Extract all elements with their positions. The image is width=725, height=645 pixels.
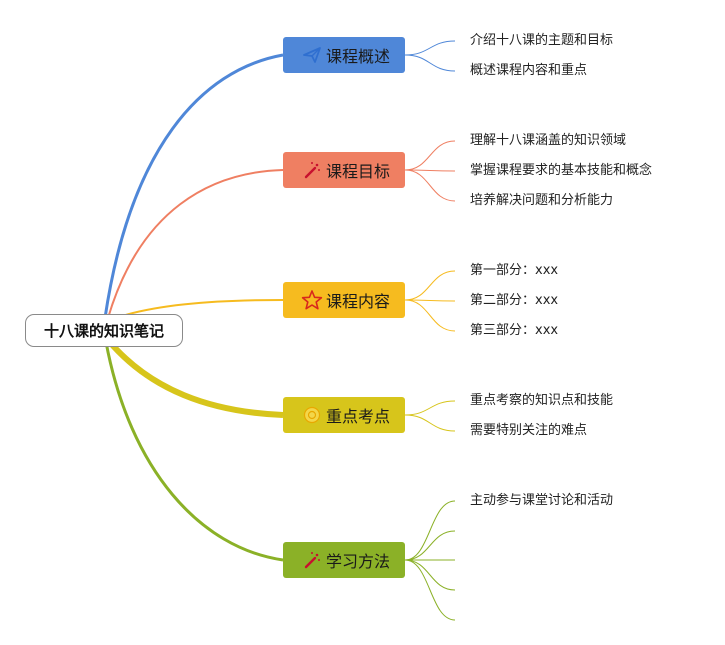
topic-study-methods[interactable]: 学习方法	[283, 542, 405, 578]
connector-leaf	[404, 54, 456, 72]
connector-leaf	[404, 559, 456, 621]
leaf-node[interactable]: 理解十八课涵盖的知识领域	[470, 133, 627, 148]
magic-wand-icon	[301, 159, 323, 181]
connector-leaf	[404, 559, 456, 591]
connector-root-topic-2	[107, 169, 284, 319]
topic-label: 重点考点	[326, 407, 391, 426]
topic-label: 课程内容	[326, 292, 391, 311]
leaf-node[interactable]: 第一部分：xxx	[470, 263, 559, 278]
topic-label: 课程目标	[326, 162, 391, 181]
leaf-node[interactable]: 培养解决问题和分析能力	[470, 193, 614, 208]
topic-label: 课程概述	[326, 47, 391, 66]
leaf-node[interactable]: 掌握课程要求的基本技能和概念	[470, 163, 653, 178]
connector-leaf	[404, 140, 456, 171]
leaf-node[interactable]: 重点考察的知识点和技能	[470, 393, 614, 408]
topic-course-goals[interactable]: 课程目标	[283, 152, 405, 188]
leaf-node[interactable]: 第三部分：xxx	[470, 323, 559, 338]
topic-key-points[interactable]: 重点考点	[283, 397, 405, 433]
leaf-node[interactable]: 需要特别关注的难点	[470, 423, 588, 438]
paper-plane-icon	[301, 44, 323, 66]
connector-leaf	[404, 400, 456, 416]
connector-root-topic-4	[105, 338, 284, 418]
magic-wand-icon	[301, 549, 323, 571]
connector-leaf	[404, 169, 456, 202]
connector-leaf	[404, 169, 456, 172]
connector-leaf	[404, 414, 456, 432]
topic-course-content[interactable]: 课程内容	[283, 282, 405, 318]
leaf-node[interactable]: 第二部分：xxx	[470, 293, 559, 308]
connector-leaf	[404, 299, 456, 302]
root-node[interactable]: 十八课的知识笔记	[25, 314, 183, 347]
topic-course-overview[interactable]: 课程概述	[283, 37, 405, 73]
connector-leaf	[404, 270, 456, 301]
connector-leaf	[404, 500, 456, 561]
connector-leaf	[404, 40, 456, 56]
topic-label: 学习方法	[326, 552, 391, 571]
connector-leaf	[404, 299, 456, 332]
leaf-node[interactable]: 概述课程内容和重点	[470, 63, 588, 78]
sun-badge-icon	[301, 404, 323, 426]
leaf-node[interactable]: 主动参与课堂讨论和活动	[470, 493, 614, 508]
root-node-label: 十八课的知识笔记	[43, 322, 164, 340]
connector-root-topic-5	[104, 341, 284, 562]
leaf-node[interactable]: 介绍十八课的主题和目标	[470, 33, 614, 48]
connector-leaf	[404, 530, 456, 561]
connector-root-topic-1	[103, 53, 284, 319]
star-icon	[301, 289, 323, 311]
